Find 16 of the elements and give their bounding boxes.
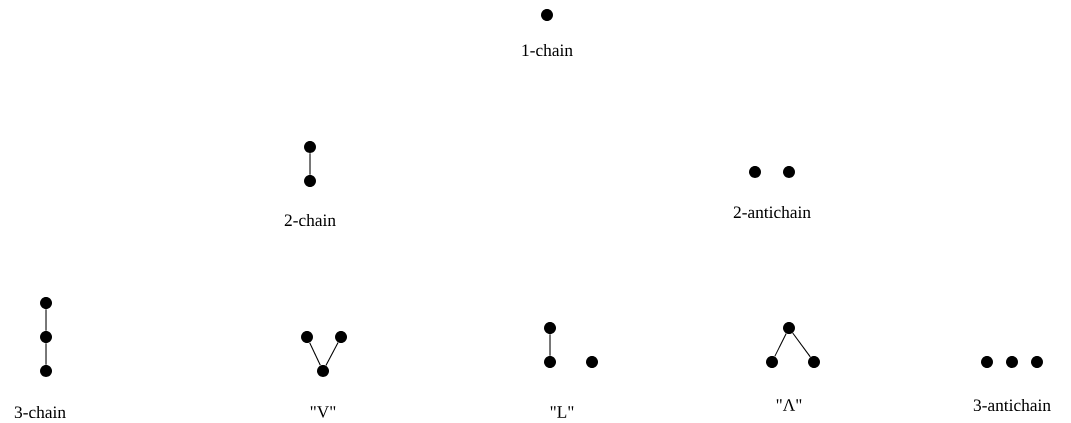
line [549, 333, 551, 357]
line [45, 342, 47, 366]
line [774, 333, 787, 357]
caption: 2-chain [284, 213, 336, 227]
caption: "L" [550, 406, 574, 418]
line [309, 152, 311, 176]
line [325, 342, 339, 366]
line [45, 308, 47, 332]
caption: 3-chain [14, 405, 66, 419]
line [309, 342, 321, 366]
line [792, 332, 811, 358]
caption: 1-chain [522, 43, 573, 57]
caption: 2-antichain [733, 205, 811, 219]
caption: 3-antichain [973, 398, 1051, 412]
caption: "Λ" [776, 399, 802, 411]
caption: "V" [310, 406, 336, 418]
